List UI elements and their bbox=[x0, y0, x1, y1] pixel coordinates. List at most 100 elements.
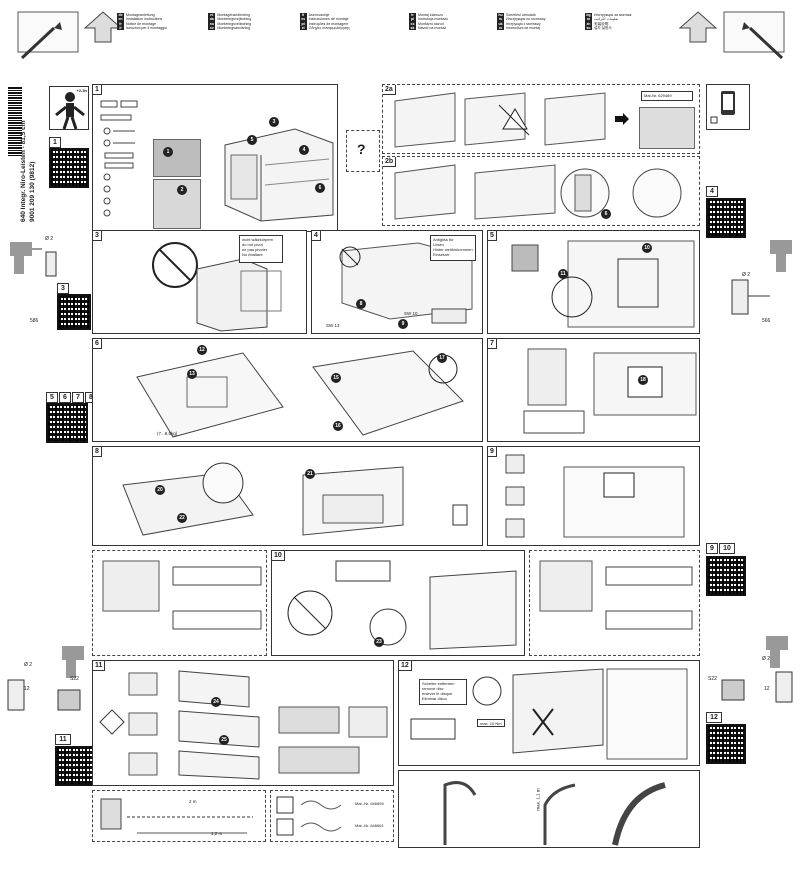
door-panel-sketch-right bbox=[312, 350, 464, 436]
callout-15: 15 bbox=[331, 373, 341, 383]
language-text: Instrucciones de montaje bbox=[308, 17, 349, 22]
panel-5-sketch bbox=[511, 240, 695, 328]
panel-11: 11 24 25 bbox=[92, 660, 394, 786]
dishwasher-sketch bbox=[224, 128, 334, 222]
panel-1: 1 1 2 3 4 5 6 bbox=[92, 84, 338, 232]
accessory-mat-1: Mat.-Nr. 646659 bbox=[355, 801, 384, 806]
qr-code-9-10 bbox=[706, 556, 746, 596]
question-icon: ? bbox=[357, 141, 366, 157]
language-text: Szerelési útmutató bbox=[506, 13, 536, 17]
language-text: Notice de montage bbox=[126, 21, 157, 26]
language-code: sk bbox=[409, 25, 416, 31]
callout-1: 1 bbox=[163, 147, 173, 157]
callout-16: 16 bbox=[333, 421, 343, 431]
language-text: Інструкція з монтажу bbox=[506, 21, 541, 26]
language-code: el bbox=[299, 25, 307, 31]
mat-part-sketch bbox=[639, 107, 695, 149]
qr-label-11: 11 bbox=[55, 734, 71, 745]
language-text: Installation instructions bbox=[126, 17, 163, 22]
max-torque: max. 10 Nm bbox=[477, 719, 505, 727]
question-icon-11 bbox=[99, 709, 125, 735]
phone-icon-box bbox=[706, 84, 750, 130]
panel-number: 1 bbox=[93, 85, 102, 95]
qr-label-4: 4 bbox=[706, 186, 718, 197]
panel-5: 5 10 11 bbox=[487, 230, 700, 334]
panel-number: 10 bbox=[272, 551, 285, 561]
drill-diameter-2: Ø 2 bbox=[742, 272, 751, 278]
panel-4-sketch bbox=[339, 242, 473, 324]
language-code: pt bbox=[299, 21, 307, 26]
drill-icon-right-2 bbox=[721, 636, 793, 703]
callout-12: 12 bbox=[197, 345, 207, 355]
wrench-size-10: SW 10 bbox=[404, 311, 418, 316]
panel-11-sketch bbox=[128, 670, 388, 780]
language-code: no bbox=[208, 21, 216, 26]
qr-labels-9-10: 9 10 bbox=[706, 543, 735, 554]
panel-number: 6 bbox=[93, 339, 102, 349]
language-text: Montageanleitung bbox=[126, 13, 155, 17]
time-label: +2-3h bbox=[76, 88, 87, 93]
panel-number: 8 bbox=[93, 447, 102, 457]
dishwasher-tilt-sketch bbox=[196, 258, 282, 332]
parts-list bbox=[100, 100, 138, 217]
door-panel-sketch-left bbox=[136, 352, 284, 438]
accessory-panel: Mat.-Nr. 646659 Mat.-Nr. 646661 bbox=[270, 790, 394, 842]
drill-measure-2: 566 bbox=[762, 318, 771, 324]
strip-right-sketch bbox=[539, 560, 693, 630]
drill-icon-left-1 bbox=[10, 242, 57, 277]
bottom-hose-panel: 2 m 1,2 m bbox=[92, 790, 266, 842]
panel-number: 2a bbox=[383, 85, 396, 95]
door-weight: (7...8,5kg) bbox=[157, 431, 178, 436]
language-text: 安装说明 bbox=[594, 21, 609, 26]
qr-label-3: 3 bbox=[57, 283, 69, 294]
language-text: Instrukcja montażu bbox=[418, 17, 449, 22]
language-code: fi bbox=[299, 13, 307, 18]
language-text: Инструкция за монтаж bbox=[594, 13, 632, 17]
language-code: fr bbox=[117, 21, 124, 26]
callout-17: 17 bbox=[437, 353, 447, 363]
wrench-size-13: SW 13 bbox=[326, 323, 340, 328]
left-pencil-icon bbox=[17, 11, 79, 60]
language-text: Monteringsveiledning bbox=[217, 21, 252, 26]
mounting-closeup bbox=[153, 139, 201, 177]
panel-9: 9 bbox=[487, 446, 700, 546]
language-code: sv bbox=[208, 25, 216, 31]
panel-9-sketch bbox=[505, 454, 685, 538]
panel-number: 7 bbox=[488, 339, 497, 349]
language-code: nl bbox=[208, 13, 216, 18]
help-box: ? bbox=[346, 130, 380, 172]
panel-2b: 2b 6 bbox=[382, 156, 700, 226]
cabinet-sketch-2b bbox=[394, 164, 682, 220]
qr-labels-5-8: 5 6 7 8 bbox=[46, 392, 97, 403]
callout-11: 11 bbox=[558, 269, 568, 279]
language-text: Instruções de montagem bbox=[308, 21, 349, 26]
language-code: uk bbox=[497, 21, 504, 26]
language-code: en bbox=[117, 17, 124, 22]
drain-pipe-panel: max. 1,1 m bbox=[398, 770, 700, 848]
left-up-arrow-icon bbox=[83, 11, 123, 43]
language-code: ko bbox=[585, 25, 592, 31]
language-text: Monteringsvejledning bbox=[217, 17, 252, 22]
callout-25: 25 bbox=[219, 735, 229, 745]
qr-code-1 bbox=[49, 148, 89, 188]
qr-code-5-8 bbox=[46, 403, 88, 443]
drill-measure-3: S22 bbox=[70, 676, 79, 682]
callout-2: 2 bbox=[177, 185, 187, 195]
